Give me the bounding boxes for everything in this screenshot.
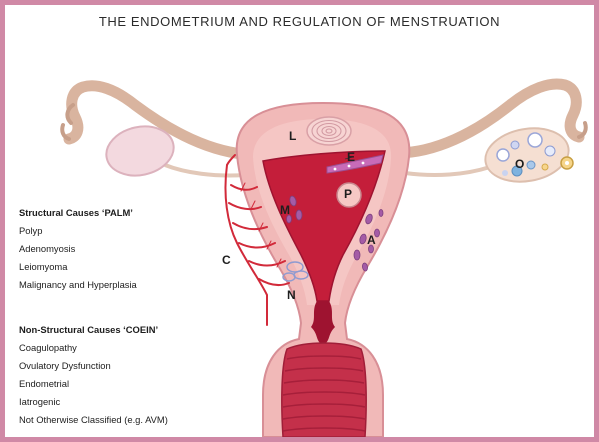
leiomyoma-fibroid bbox=[307, 117, 351, 145]
legend-item-malignancy: Malignancy and Hyperplasia bbox=[19, 276, 137, 294]
non-structural-causes-legend: Non-Structural Causes ‘COEIN’ Coagulopat… bbox=[19, 321, 168, 429]
legend-item-endometrial: Endometrial bbox=[19, 375, 168, 393]
label-endometrial: E bbox=[347, 150, 355, 164]
structural-causes-heading: Structural Causes ‘PALM’ bbox=[19, 204, 137, 222]
legend-item-polyp: Polyp bbox=[19, 222, 137, 240]
right-ovary bbox=[481, 122, 573, 188]
structural-causes-legend: Structural Causes ‘PALM’ Polyp Adenomyos… bbox=[19, 204, 137, 294]
label-adenomyosis: A bbox=[367, 233, 376, 247]
legend-item-ovulatory-dysfunction: Ovulatory Dysfunction bbox=[19, 357, 168, 375]
right-fimbriae bbox=[579, 123, 586, 137]
figure-frame: THE ENDOMETRIUM AND REGULATION OF MENSTR… bbox=[5, 5, 594, 437]
label-coagulopathy: C bbox=[222, 253, 231, 267]
legend-item-coagulopathy: Coagulopathy bbox=[19, 339, 168, 357]
legend-item-adenomyosis: Adenomyosis bbox=[19, 240, 137, 258]
label-ovulatory: O bbox=[515, 157, 524, 171]
label-leiomyoma: L bbox=[289, 129, 296, 143]
non-structural-causes-heading: Non-Structural Causes ‘COEIN’ bbox=[19, 321, 168, 339]
label-polyp: P bbox=[344, 187, 352, 201]
label-malignancy: M bbox=[280, 203, 290, 217]
legend-item-iatrogenic: Iatrogenic bbox=[19, 393, 168, 411]
legend-item-not-otherwise-classified: Not Otherwise Classified (e.g. AVM) bbox=[19, 411, 168, 429]
label-not-otherwise-classified: N bbox=[287, 288, 296, 302]
legend-item-leiomyoma: Leiomyoma bbox=[19, 258, 137, 276]
